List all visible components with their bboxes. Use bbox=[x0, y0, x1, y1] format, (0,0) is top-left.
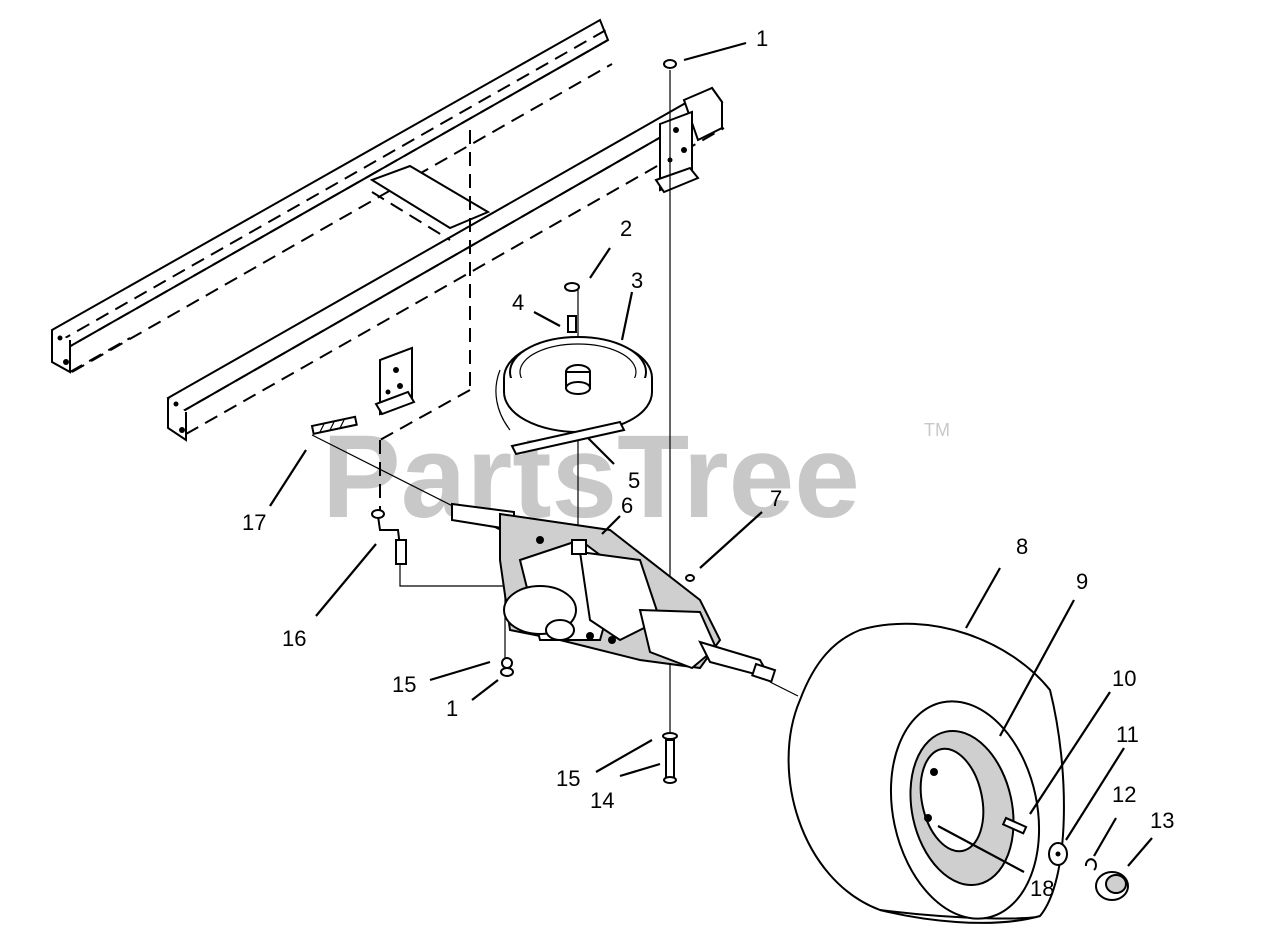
callout-16: 16 bbox=[282, 626, 306, 651]
part-1-nut-left bbox=[500, 667, 514, 677]
callout-5: 5 bbox=[628, 468, 640, 493]
watermark-trademark: TM bbox=[924, 420, 950, 440]
part-2-washer bbox=[564, 282, 580, 292]
part-15-washer-bottom bbox=[662, 732, 678, 740]
part-11-washer bbox=[1048, 842, 1068, 866]
callout-15-left: 15 bbox=[392, 672, 416, 697]
callout-7: 7 bbox=[770, 486, 782, 511]
callout-1-top: 1 bbox=[756, 26, 768, 51]
part-13-hub-cap bbox=[1095, 871, 1129, 901]
callout-12: 12 bbox=[1112, 782, 1136, 807]
callout-13: 13 bbox=[1150, 808, 1174, 833]
part-14-bolt bbox=[663, 739, 677, 784]
callout-15-bottom: 15 bbox=[556, 766, 580, 791]
frame-rail-right bbox=[166, 86, 725, 442]
callout-17: 17 bbox=[242, 510, 266, 535]
callout-14: 14 bbox=[590, 788, 614, 813]
part-10-stud bbox=[1001, 816, 1028, 835]
transaxle-mount-bracket-right bbox=[654, 110, 700, 194]
assembly-line-bolt-16 bbox=[399, 560, 506, 660]
callout-3: 3 bbox=[631, 268, 643, 293]
transaxle-mount-bracket-left bbox=[374, 346, 416, 416]
axle-line bbox=[769, 681, 799, 697]
part-3-pulley bbox=[495, 336, 653, 433]
part-17-rod-spring bbox=[310, 415, 358, 436]
callout-2: 2 bbox=[620, 216, 632, 241]
part-7-bolt bbox=[685, 574, 695, 582]
callout-9: 9 bbox=[1076, 569, 1088, 594]
frame-cross-member bbox=[369, 130, 491, 512]
part-6-transaxle bbox=[451, 502, 777, 683]
callout-10: 10 bbox=[1112, 666, 1136, 691]
part-9-rim bbox=[909, 729, 1015, 887]
part-5-belt-segment bbox=[510, 420, 626, 456]
part-4-key bbox=[567, 315, 577, 333]
callout-11: 11 bbox=[1116, 722, 1139, 747]
callout-6: 6 bbox=[621, 493, 633, 518]
part-16-bent-bolt bbox=[371, 509, 407, 565]
part-12-clip bbox=[1084, 858, 1097, 871]
part-15-washer-left bbox=[501, 657, 513, 669]
callout-18: 18 bbox=[1030, 876, 1054, 901]
leader-lines bbox=[269, 41, 1153, 873]
callout-labels: 1 2 3 4 5 6 7 8 9 10 11 12 13 14 15 15 1… bbox=[242, 26, 1174, 901]
part-1-nut-top bbox=[663, 59, 677, 69]
callout-1-bottom: 1 bbox=[446, 696, 458, 721]
frame-rail-left bbox=[50, 18, 613, 374]
callout-4: 4 bbox=[512, 290, 524, 315]
callout-8: 8 bbox=[1016, 534, 1028, 559]
